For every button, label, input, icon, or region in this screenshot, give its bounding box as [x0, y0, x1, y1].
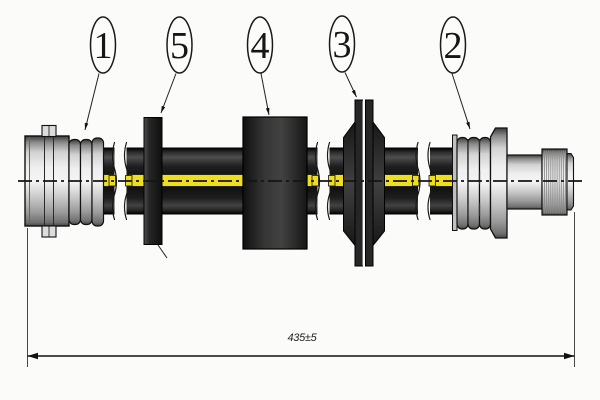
leader-line-5 [160, 73, 177, 114]
thread-hatching [544, 150, 566, 214]
callout-balloon-5: 5 [166, 16, 193, 74]
dimension-arrow-left [27, 352, 38, 360]
right-fitting-crimp-ferrule [456, 136, 492, 230]
leader-line-2 [451, 73, 471, 130]
callout-label-4: 4 [251, 25, 270, 67]
left-fitting-crimp-ferrule [68, 137, 105, 227]
grommet-right-cone [372, 120, 385, 247]
right-fitting-cylinder [506, 154, 543, 210]
callout-label-3: 3 [333, 24, 352, 66]
callout-label-5: 5 [170, 25, 189, 67]
callout-balloon-1: 1 [89, 16, 117, 74]
grommet-left-flange [354, 99, 363, 267]
dimension-label: 435±5 [287, 332, 317, 344]
grommet-groove [362, 100, 366, 266]
leader-line-4 [260, 73, 270, 116]
dimension-arrow-right [564, 352, 575, 360]
left-fitting [24, 124, 105, 238]
callout-label-1: 1 [94, 25, 113, 67]
protective-sleeve [242, 116, 308, 250]
grommet-right-flange [365, 99, 374, 267]
right-fitting-hex-flange [489, 127, 508, 239]
dimension: 435±5 [27, 212, 575, 367]
callout-label-2: 2 [444, 25, 463, 67]
leader-line-1 [84, 73, 100, 131]
callout-balloon-4: 4 [246, 16, 274, 74]
grommet-left-cone [343, 120, 356, 247]
callout-leader-arrowheads [84, 89, 470, 130]
right-ferrule-lip [452, 134, 458, 231]
callout-balloons: 1 5 4 3 2 [89, 15, 467, 74]
callout-balloon-2: 2 [439, 16, 467, 74]
mounting-grommet [343, 99, 385, 267]
callout-balloon-3: 3 [328, 15, 356, 73]
right-fitting [452, 127, 575, 239]
collar-tail-line [157, 244, 168, 259]
